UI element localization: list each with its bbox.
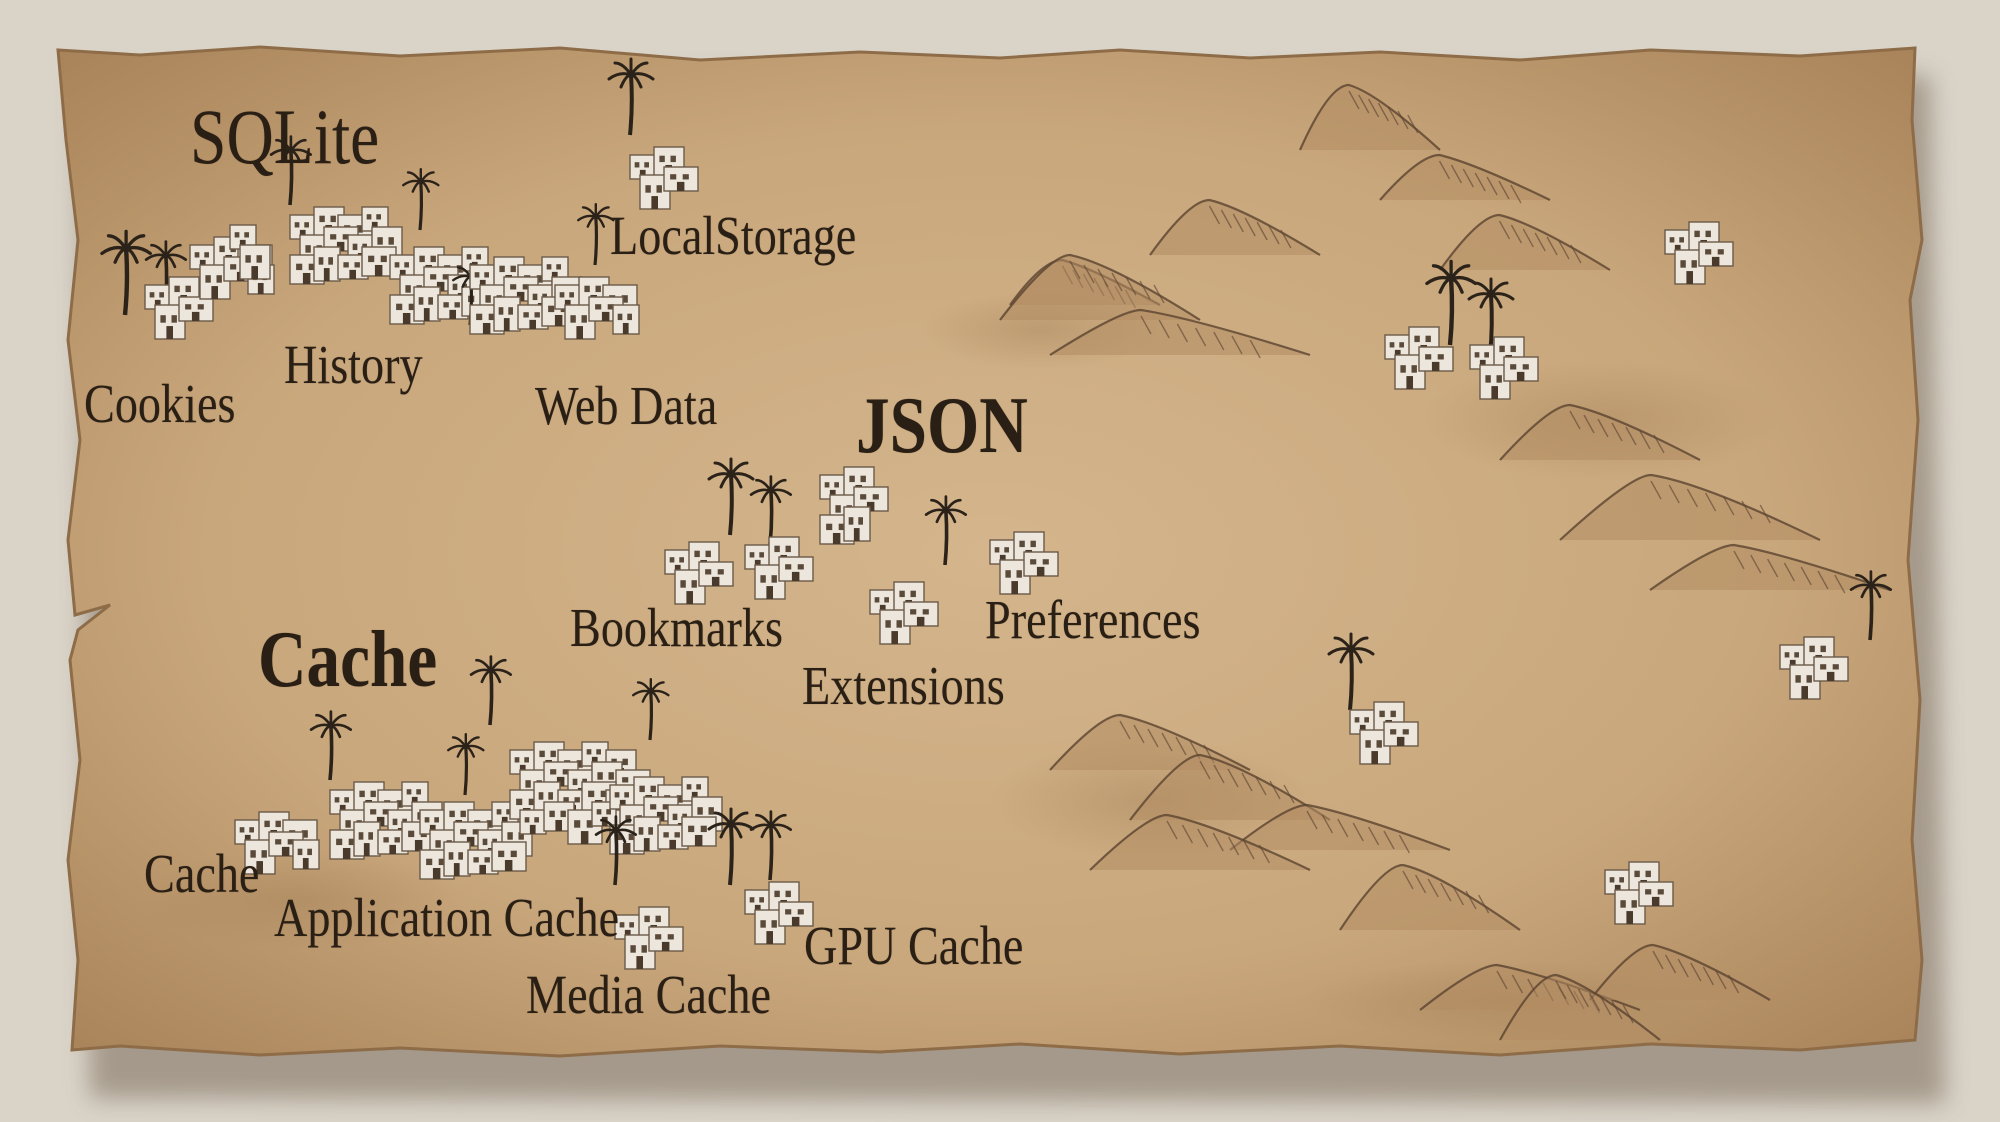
mountain-range bbox=[1298, 83, 1441, 151]
town-cluster bbox=[1604, 861, 1674, 925]
town-cluster bbox=[819, 466, 889, 545]
mountain-range bbox=[1049, 308, 1311, 359]
town-cluster bbox=[664, 457, 793, 605]
town-cluster bbox=[329, 781, 443, 860]
town-cluster bbox=[1779, 570, 1893, 700]
town-cluster bbox=[869, 495, 968, 645]
town-cluster bbox=[554, 203, 640, 340]
town-label-gpu-cache: GPU Cache bbox=[804, 915, 1024, 976]
town-cluster bbox=[229, 224, 271, 280]
mountain-ranges bbox=[999, 83, 1891, 1041]
town-cluster bbox=[744, 536, 814, 600]
town-label-localstorage: LocalStorage bbox=[610, 205, 857, 266]
region-title-sqlite: SQLite bbox=[190, 93, 380, 180]
town-label-cookies: Cookies bbox=[84, 373, 236, 434]
town-label-web-data: Web Data bbox=[535, 375, 718, 436]
town-clusters bbox=[100, 57, 1893, 970]
mountain-range bbox=[1499, 973, 1661, 1041]
town-cluster bbox=[607, 57, 699, 210]
town-label-application-cache: Application Cache bbox=[274, 887, 620, 948]
town-label-history: History bbox=[284, 334, 423, 395]
town-cluster bbox=[1664, 221, 1734, 285]
mountain-range bbox=[1589, 943, 1771, 1001]
town-cluster bbox=[1469, 336, 1539, 400]
mountain-range bbox=[1089, 813, 1311, 871]
town-cluster bbox=[609, 776, 723, 855]
region-title-cache: Cache bbox=[258, 616, 438, 704]
mountain-range bbox=[1129, 753, 1331, 821]
region-title-json: JSON bbox=[856, 382, 1028, 470]
mountain-range bbox=[999, 253, 1201, 321]
mountain-range bbox=[1649, 543, 1891, 594]
mountain-range bbox=[1439, 213, 1611, 271]
mountain-range bbox=[1339, 863, 1521, 931]
mountain-range bbox=[1229, 803, 1451, 854]
mountain-range bbox=[1149, 198, 1321, 256]
town-cluster bbox=[100, 229, 214, 340]
town-cluster bbox=[269, 135, 403, 285]
town-label-extensions: Extensions bbox=[802, 655, 1005, 716]
mountain-range bbox=[1559, 473, 1821, 541]
town-cluster bbox=[594, 815, 684, 970]
town-label-preferences: Preferences bbox=[985, 589, 1201, 650]
town-cluster bbox=[1327, 632, 1419, 765]
town-cluster bbox=[707, 807, 814, 945]
mountain-range bbox=[1499, 403, 1701, 461]
town-label-media-cache: Media Cache bbox=[526, 964, 772, 1025]
town-cluster bbox=[234, 710, 353, 875]
mountain-range bbox=[1379, 153, 1551, 204]
town-cluster bbox=[989, 531, 1059, 595]
town-label-cache: Cache bbox=[144, 843, 260, 904]
town-label-bookmarks: Bookmarks bbox=[570, 597, 784, 658]
town-cluster bbox=[452, 256, 583, 335]
